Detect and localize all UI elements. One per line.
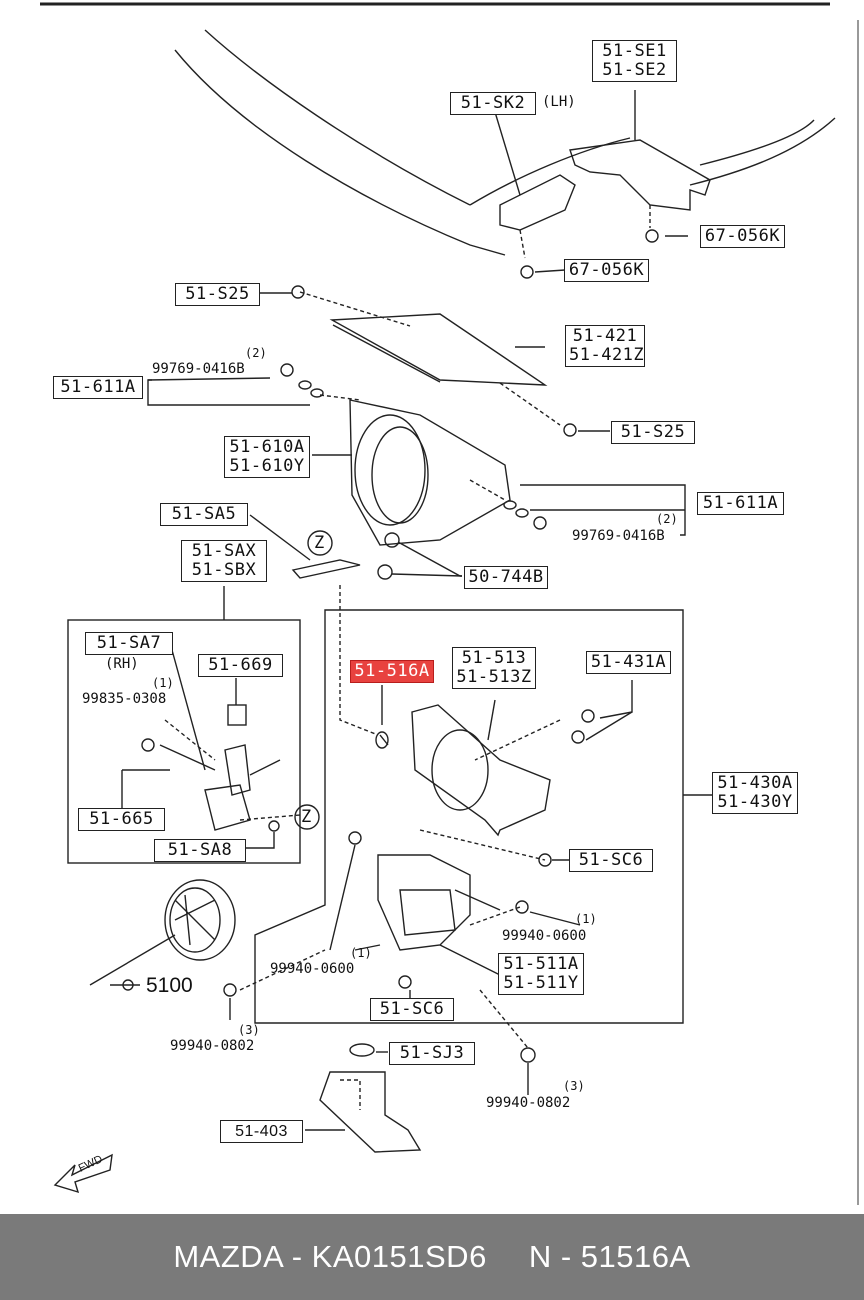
- label-51-421: 51-421 51-421Z: [565, 325, 645, 367]
- label-99835-0308: 99835-0308: [82, 691, 167, 707]
- part-number-footer: MAZDA - KA0151SD6 N - 51516A: [0, 1214, 864, 1300]
- qty-1-c: (1): [350, 946, 372, 960]
- label-line: 51-513: [461, 648, 527, 668]
- label-51-403: 51-403: [220, 1120, 303, 1143]
- label-51-431a: 51-431A: [586, 651, 671, 674]
- label-51-610: 51-610A 51-610Y: [224, 436, 310, 478]
- extension-part-se: [569, 139, 711, 211]
- label-51-sc6-b: 51-SC6: [370, 998, 454, 1021]
- label-51-513: 51-513 51-513Z: [452, 647, 536, 689]
- label-line: 51-421Z: [569, 345, 645, 365]
- qty-2-a: (2): [245, 346, 267, 360]
- extension-part-sk2: [499, 174, 576, 231]
- footer-reference-number: N - 51516A: [528, 1239, 691, 1274]
- qty-1-a: (1): [152, 676, 174, 690]
- fwd-arrow-icon: [53, 1153, 113, 1194]
- label-rh-note: (RH): [105, 656, 139, 672]
- housing-511: [377, 854, 471, 951]
- label-line: 51-SE1: [602, 41, 667, 61]
- exploded-parts-diagram: [40, 2, 859, 1205]
- actuator-body: [224, 744, 251, 796]
- label-line: 51-511A: [503, 954, 579, 974]
- label-line: 51-430A: [717, 773, 793, 793]
- label-line: 51-610Y: [229, 456, 305, 476]
- label-line: 51-610A: [229, 437, 305, 457]
- label-line: 51-513Z: [456, 667, 532, 687]
- label-51-sa5: 51-SA5: [160, 503, 248, 526]
- qty-1-b: (1): [575, 912, 597, 926]
- label-99940-0802-a: 99940-0802: [170, 1038, 255, 1054]
- qty-3-a: (3): [238, 1023, 260, 1037]
- label-51-sj3: 51-SJ3: [389, 1042, 475, 1065]
- fan-shroud-610: [349, 399, 511, 546]
- body-curve-right-2: [689, 117, 836, 186]
- switch-group-box: [67, 619, 301, 864]
- label-67-056k-b: 67-056K: [564, 259, 649, 282]
- label-51-611a-a: 51-611A: [53, 376, 143, 399]
- footer-brand-part-number: MAZDA - KA0151SD6: [173, 1239, 487, 1274]
- label-line: 51-SBX: [191, 560, 257, 580]
- label-51-s25-a: 51-S25: [175, 283, 260, 306]
- label-lh-note: (LH): [542, 94, 576, 110]
- label-51-665: 51-665: [78, 808, 165, 831]
- label-51-s25-b: 51-S25: [611, 421, 695, 444]
- label-line: 51-430Y: [717, 792, 793, 812]
- under-plate-403: [319, 1071, 422, 1153]
- label-line: 51-SAX: [191, 541, 257, 561]
- body-curve-mid: [469, 137, 631, 206]
- label-line: 51-511Y: [503, 973, 579, 993]
- label-99940-0802-b: 99940-0802: [486, 1095, 571, 1111]
- body-curve-upper: [204, 29, 471, 206]
- body-curve-lower: [174, 49, 506, 256]
- qty-2-b: (2): [656, 512, 678, 526]
- label-51-sa7: 51-SA7: [85, 632, 173, 655]
- label-50-744b: 50-744B: [464, 566, 548, 589]
- label-67-056k-a: 67-056K: [700, 225, 785, 248]
- headlamp: [164, 879, 236, 961]
- label-51-611a-b: 51-611A: [697, 492, 784, 515]
- label-ref-5100: 5100: [146, 974, 193, 997]
- cover-plate-421: [329, 313, 548, 386]
- label-line: 51-SE2: [602, 60, 667, 80]
- label-51-sc6-a: 51-SC6: [569, 849, 653, 872]
- headlamp-assembly-box: [254, 609, 684, 1024]
- qty-3-b: (3): [563, 1079, 585, 1093]
- mount-arm-sa5: [291, 559, 361, 579]
- label-51-sk2: 51-SK2: [450, 92, 536, 115]
- zone-marker-z-2: Z: [301, 807, 312, 827]
- label-51-511: 51-511A 51-511Y: [498, 953, 584, 995]
- label-51-516a-highlighted: 51-516A: [350, 660, 434, 683]
- label-51-669: 51-669: [198, 654, 283, 677]
- label-51-se: 51-SE1 51-SE2: [592, 40, 677, 82]
- label-99940-0600-b: 99940-0600: [270, 961, 355, 977]
- label-99769-0416b-a: 99769-0416B: [152, 361, 245, 377]
- label-51-sa8: 51-SA8: [154, 839, 246, 862]
- label-99940-0600-a: 99940-0600: [502, 928, 587, 944]
- label-51-430: 51-430A 51-430Y: [712, 772, 798, 814]
- label-line: 51-421: [572, 326, 638, 346]
- label-51-sax: 51-SAX 51-SBX: [181, 540, 267, 582]
- body-curve-right: [699, 119, 815, 166]
- zone-marker-z-1: Z: [314, 533, 325, 553]
- label-99769-0416b-b: 99769-0416B: [572, 528, 665, 544]
